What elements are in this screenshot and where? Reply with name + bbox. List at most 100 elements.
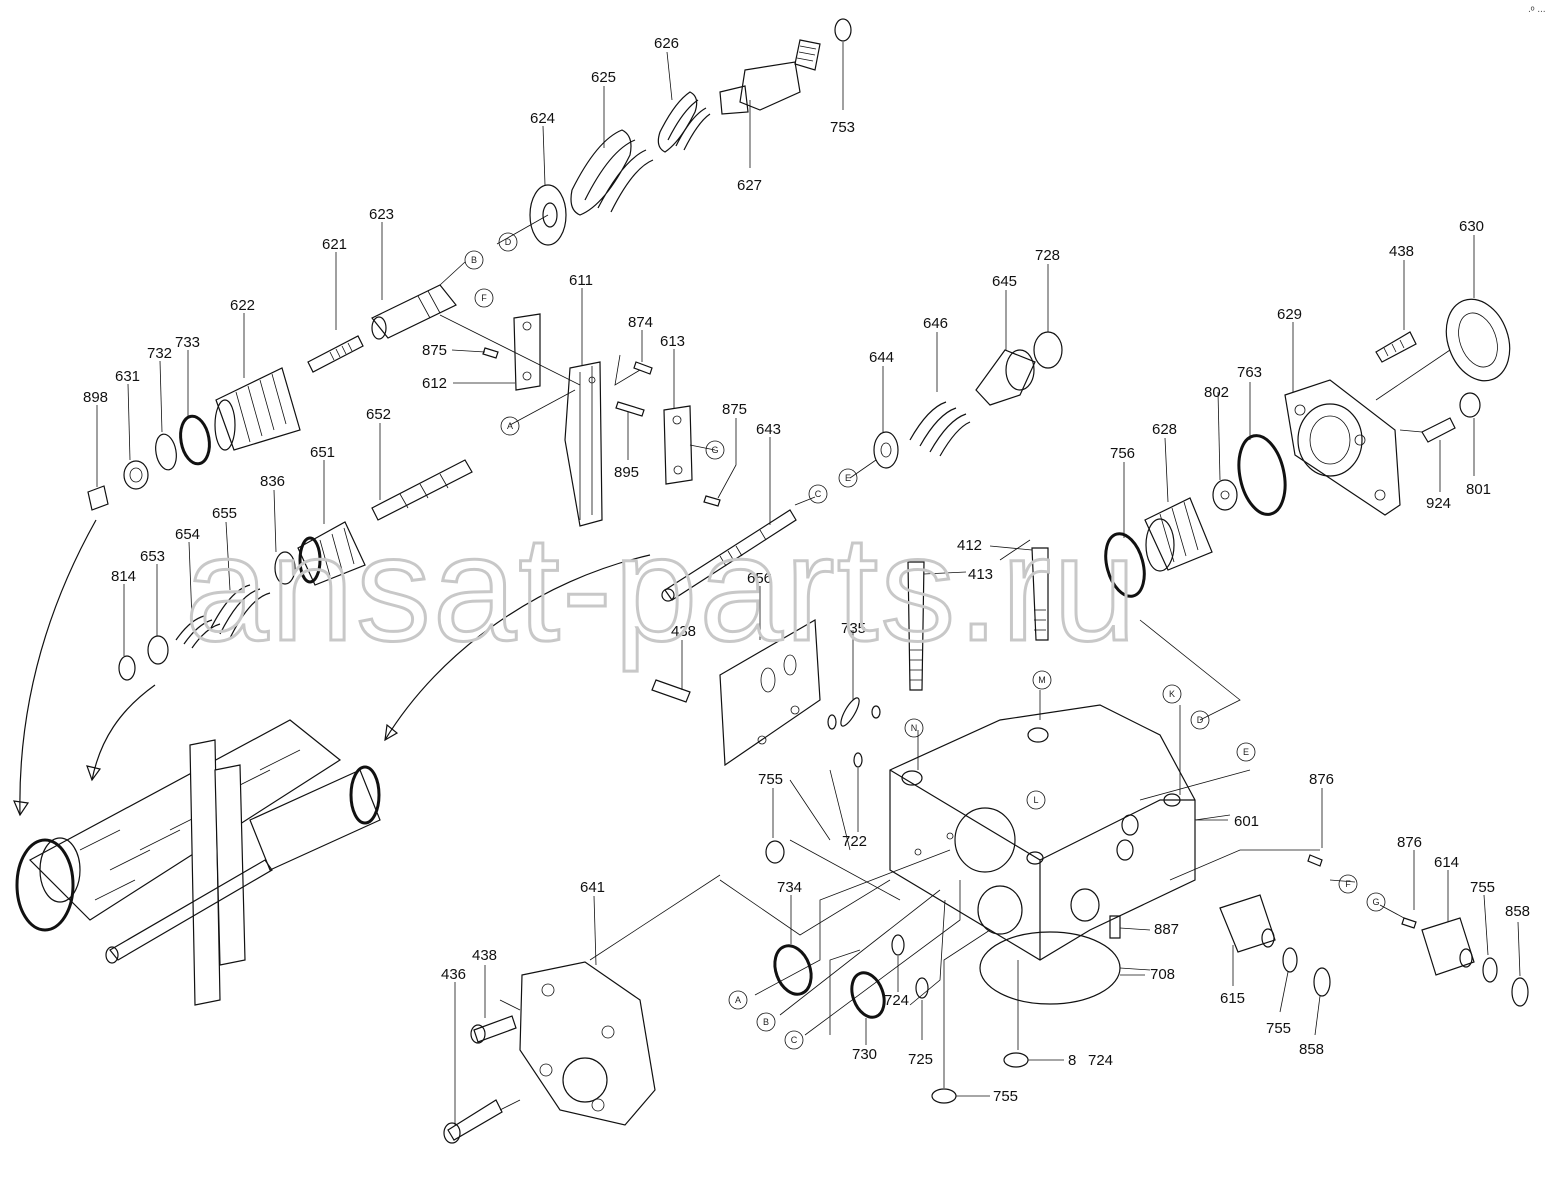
ref-letter: K bbox=[1169, 689, 1175, 699]
label-8: 8 bbox=[1068, 1052, 1076, 1069]
ref-letter: D bbox=[505, 237, 512, 247]
label-646: 646 bbox=[923, 315, 948, 332]
part-876-pin-a bbox=[1307, 854, 1323, 867]
part-728-oring bbox=[1033, 331, 1063, 369]
part-755-oring-b bbox=[1282, 947, 1298, 973]
label-615: 615 bbox=[1220, 990, 1245, 1007]
part-735-oring bbox=[827, 697, 881, 730]
label-733: 733 bbox=[175, 334, 200, 351]
part-722-oring bbox=[853, 752, 863, 768]
ref-letter: L bbox=[1033, 795, 1038, 805]
part-613-plate bbox=[663, 405, 693, 485]
label-876-b: 876 bbox=[1397, 834, 1422, 851]
part-645-piston bbox=[975, 349, 1036, 406]
label-438-c: 438 bbox=[472, 947, 497, 964]
label-654: 654 bbox=[175, 526, 200, 543]
part-438-bolt-b bbox=[651, 679, 691, 703]
ref-letter: M bbox=[1038, 675, 1046, 685]
part-641-cover bbox=[519, 961, 656, 1126]
label-730: 730 bbox=[852, 1046, 877, 1063]
label-924: 924 bbox=[1426, 495, 1451, 512]
part-438-bolt-a bbox=[1375, 331, 1417, 363]
label-613: 613 bbox=[660, 333, 685, 350]
label-438-b: 438 bbox=[671, 623, 696, 640]
label-630: 630 bbox=[1459, 218, 1484, 235]
ref-letter: A bbox=[507, 421, 513, 431]
part-438-bolt-c bbox=[470, 1015, 517, 1044]
assembly-arrows bbox=[13, 519, 651, 817]
part-887-plug bbox=[1109, 915, 1121, 939]
part-733-oring bbox=[179, 414, 211, 466]
label-645: 645 bbox=[992, 273, 1017, 290]
label-627: 627 bbox=[737, 177, 762, 194]
part-801-nut bbox=[1459, 392, 1481, 418]
part-621-pin bbox=[307, 335, 364, 373]
label-413: 413 bbox=[968, 566, 993, 583]
ref-letter: A bbox=[735, 995, 741, 1005]
label-436: 436 bbox=[441, 966, 466, 983]
label-631: 631 bbox=[115, 368, 140, 385]
part-leaders bbox=[96, 42, 1521, 1126]
part-626-spring bbox=[657, 91, 711, 153]
assembled-view bbox=[15, 719, 381, 1006]
part-875-pin-b bbox=[703, 495, 721, 507]
part-612-plate bbox=[513, 313, 541, 391]
ref-letter: G bbox=[1372, 897, 1379, 907]
label-628: 628 bbox=[1152, 421, 1177, 438]
label-836: 836 bbox=[260, 473, 285, 490]
part-643-shaft bbox=[661, 509, 797, 602]
label-656: 656 bbox=[747, 570, 772, 587]
part-655-spring bbox=[209, 584, 271, 639]
label-653: 653 bbox=[140, 548, 165, 565]
part-412-bolt bbox=[1031, 547, 1049, 641]
label-629: 629 bbox=[1277, 306, 1302, 323]
part-601-housing bbox=[889, 704, 1196, 961]
label-623: 623 bbox=[369, 206, 394, 223]
part-734-oring bbox=[773, 944, 813, 996]
label-858-a: 858 bbox=[1505, 903, 1530, 920]
label-643: 643 bbox=[756, 421, 781, 438]
part-730-oring bbox=[850, 971, 886, 1019]
label-735: 735 bbox=[841, 620, 866, 637]
part-436-bolt bbox=[443, 1099, 503, 1144]
label-763: 763 bbox=[1237, 364, 1262, 381]
corner-mark: ∙º ∙∙∙ bbox=[1528, 6, 1546, 17]
label-601: 601 bbox=[1234, 813, 1259, 830]
label-708: 708 bbox=[1150, 966, 1175, 983]
label-612: 612 bbox=[422, 375, 447, 392]
label-875-a: 875 bbox=[422, 342, 447, 359]
label-755-d: 755 bbox=[993, 1088, 1018, 1105]
part-623-piston bbox=[371, 284, 457, 340]
label-624: 624 bbox=[530, 110, 555, 127]
label-756: 756 bbox=[1110, 445, 1135, 462]
part-622-sleeve bbox=[214, 367, 301, 451]
part-644-seat bbox=[873, 431, 899, 469]
ref-letter: F bbox=[481, 293, 487, 303]
part-653-seat bbox=[147, 635, 169, 665]
label-814: 814 bbox=[111, 568, 136, 585]
label-755-c: 755 bbox=[1266, 1020, 1291, 1037]
part-858-snap-ring-a bbox=[1313, 967, 1331, 997]
part-654-spring bbox=[175, 615, 221, 649]
part-614-sleeve bbox=[1421, 917, 1475, 976]
part-875-pin-a bbox=[482, 347, 499, 359]
part-656-plate bbox=[719, 618, 821, 767]
label-614: 614 bbox=[1434, 854, 1459, 871]
part-labels: 626 625 624 753 627 623 621 622 733 732 … bbox=[83, 35, 1530, 1105]
label-412: 412 bbox=[957, 537, 982, 554]
part-858-snap-ring-b bbox=[1511, 977, 1529, 1007]
label-858-b: 858 bbox=[1299, 1041, 1324, 1058]
part-732-oring bbox=[155, 433, 177, 471]
label-652: 652 bbox=[366, 406, 391, 423]
label-725: 725 bbox=[908, 1051, 933, 1068]
label-801: 801 bbox=[1466, 481, 1491, 498]
part-630-nut bbox=[1445, 298, 1511, 382]
part-924-screw bbox=[1421, 417, 1456, 443]
label-724-a: 724 bbox=[884, 992, 909, 1009]
part-624-spring-seat bbox=[529, 184, 567, 246]
part-625-spring bbox=[570, 129, 654, 216]
part-755-oring-c bbox=[1482, 957, 1498, 983]
ref-letter: D bbox=[1197, 715, 1204, 725]
part-895-pin bbox=[615, 401, 645, 417]
